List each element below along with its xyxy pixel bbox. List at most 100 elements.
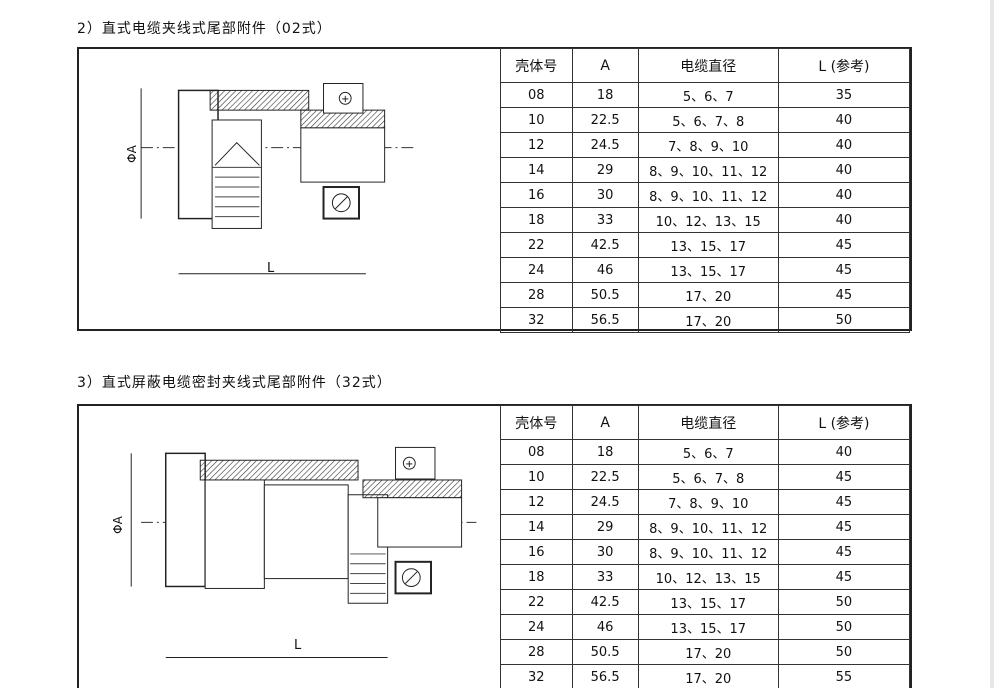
cell-shell: 14 xyxy=(500,157,573,183)
header-l: L (参考) xyxy=(777,48,911,83)
cell-shell: 08 xyxy=(500,82,573,108)
cell-a: 18 xyxy=(571,82,639,108)
cell-shell: 22 xyxy=(500,232,573,258)
cell-cable-diameter: 7、8、9、10 xyxy=(637,489,779,515)
cell-cable-diameter: 7、8、9、10 xyxy=(637,132,779,158)
cell-l: 40 xyxy=(777,132,911,158)
cell-shell: 10 xyxy=(500,107,573,133)
header-a: A xyxy=(571,48,639,83)
dim-label-a: ΦA xyxy=(124,145,139,163)
page-edge xyxy=(990,0,994,688)
cell-l: 35 xyxy=(777,82,911,108)
cell-a: 30 xyxy=(571,182,639,208)
cell-a: 29 xyxy=(571,157,639,183)
cell-shell: 16 xyxy=(500,182,573,208)
cell-cable-diameter: 17、20 xyxy=(637,307,779,333)
header-cable: 电缆直径 xyxy=(637,405,779,440)
cell-a: 56.5 xyxy=(571,664,639,688)
cell-a: 42.5 xyxy=(571,232,639,258)
cell-l: 40 xyxy=(777,207,911,233)
cell-l: 50 xyxy=(777,614,911,640)
cell-a: 22.5 xyxy=(571,107,639,133)
cell-cable-diameter: 8、9、10、11、12 xyxy=(637,514,779,540)
section-title-32: 3）直式屏蔽电缆密封夹线式尾部附件（32式） xyxy=(77,375,392,391)
cell-l: 45 xyxy=(777,514,911,540)
cell-cable-diameter: 5、6、7 xyxy=(637,82,779,108)
cell-a: 33 xyxy=(571,564,639,590)
cell-cable-diameter: 5、6、7、8 xyxy=(637,107,779,133)
cell-cable-diameter: 10、12、13、15 xyxy=(637,207,779,233)
cell-shell: 32 xyxy=(500,664,573,688)
cell-l: 40 xyxy=(777,439,911,465)
cell-l: 50 xyxy=(777,639,911,665)
cell-a: 30 xyxy=(571,539,639,565)
cell-cable-diameter: 13、15、17 xyxy=(637,232,779,258)
cell-a: 22.5 xyxy=(571,464,639,490)
cell-cable-diameter: 8、9、10、11、12 xyxy=(637,539,779,565)
cell-shell: 18 xyxy=(500,207,573,233)
cell-l: 45 xyxy=(777,232,911,258)
connector-drawing-32: + xyxy=(130,446,477,658)
cell-shell: 28 xyxy=(500,282,573,308)
cell-shell: 08 xyxy=(500,439,573,465)
cell-cable-diameter: 17、20 xyxy=(637,664,779,688)
cell-a: 46 xyxy=(571,257,639,283)
dim-label-l: L xyxy=(294,638,302,653)
cell-l: 50 xyxy=(777,307,911,333)
cell-l: 40 xyxy=(777,107,911,133)
dim-label-l: L xyxy=(267,261,275,276)
cell-a: 56.5 xyxy=(571,307,639,333)
cell-a: 18 xyxy=(571,439,639,465)
cell-l: 40 xyxy=(777,157,911,183)
svg-text:+: + xyxy=(405,459,413,470)
cell-cable-diameter: 13、15、17 xyxy=(637,589,779,615)
cell-shell: 10 xyxy=(500,464,573,490)
cell-shell: 32 xyxy=(500,307,573,333)
cell-l: 45 xyxy=(777,564,911,590)
connector-drawing-02: + xyxy=(140,83,418,275)
cell-shell: 14 xyxy=(500,514,573,540)
cell-a: 42.5 xyxy=(571,589,639,615)
cell-shell: 16 xyxy=(500,539,573,565)
cell-l: 40 xyxy=(777,182,911,208)
cell-shell: 18 xyxy=(500,564,573,590)
cell-a: 50.5 xyxy=(571,639,639,665)
cell-shell: 28 xyxy=(500,639,573,665)
cell-cable-diameter: 5、6、7 xyxy=(637,439,779,465)
cell-cable-diameter: 10、12、13、15 xyxy=(637,564,779,590)
cell-cable-diameter: 13、15、17 xyxy=(637,614,779,640)
svg-text:+: + xyxy=(341,94,349,105)
header-cable: 电缆直径 xyxy=(637,48,779,83)
cell-l: 45 xyxy=(777,464,911,490)
header-shell: 壳体号 xyxy=(500,48,573,83)
cell-l: 45 xyxy=(777,282,911,308)
cell-a: 24.5 xyxy=(571,132,639,158)
cell-l: 50 xyxy=(777,589,911,615)
cell-cable-diameter: 5、6、7、8 xyxy=(637,464,779,490)
header-shell: 壳体号 xyxy=(500,405,573,440)
section-title-02: 2）直式电缆夹线式尾部附件（02式） xyxy=(77,21,332,37)
cell-shell: 12 xyxy=(500,132,573,158)
cell-cable-diameter: 8、9、10、11、12 xyxy=(637,157,779,183)
